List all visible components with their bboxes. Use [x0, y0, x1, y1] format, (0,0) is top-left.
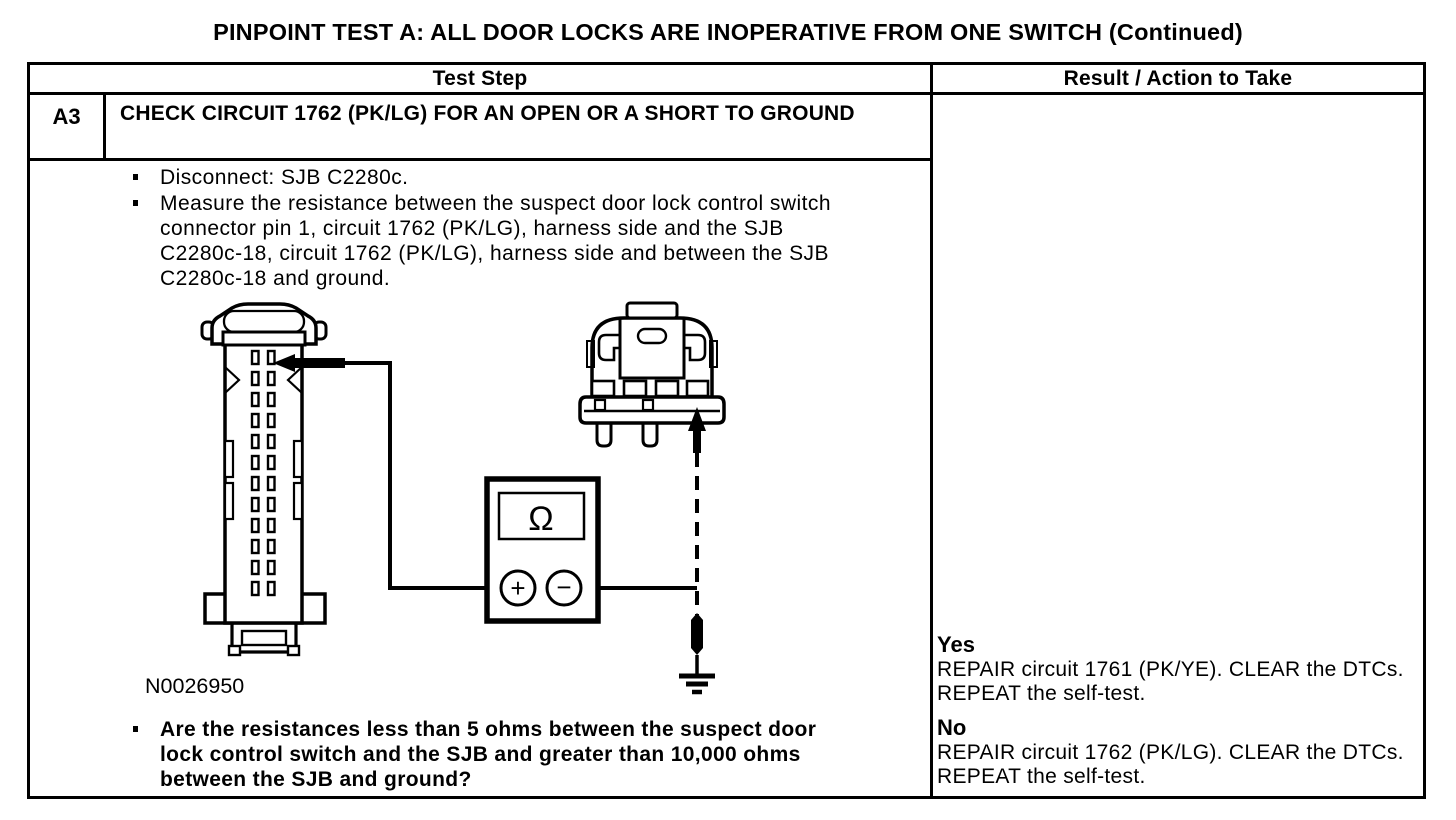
- ohmmeter-icon: Ω + −: [484, 476, 601, 624]
- probe-arrow-up-icon: [688, 407, 706, 453]
- minus-terminal: [545, 569, 583, 607]
- step-id-cell: A3: [52, 104, 81, 129]
- minus-sign: −: [556, 572, 571, 602]
- figure-label: N0026950: [145, 674, 244, 698]
- header-result-action: Result / Action to Take: [1063, 67, 1293, 90]
- plus-terminal: [499, 569, 537, 607]
- ohmmeter-display: [497, 491, 586, 541]
- step-title-underline: [30, 158, 930, 161]
- bullet-marker: [133, 174, 138, 180]
- bullet-marker: [133, 200, 138, 206]
- column-divider: [930, 65, 933, 796]
- result-block-yes: Yes REPAIR circuit 1761 (PK/YE). CLEAR t…: [937, 632, 1421, 706]
- plus-sign: +: [510, 573, 525, 603]
- header-underline: [30, 92, 1423, 95]
- bullet-marker: [133, 726, 138, 732]
- result-block-no: No REPAIR circuit 1762 (PK/LG). CLEAR th…: [937, 715, 1421, 789]
- question-text: Are the resistances less than 5 ohms bet…: [160, 718, 823, 791]
- action-yes-text: REPAIR circuit 1761 (PK/YE). CLEAR the D…: [937, 658, 1410, 705]
- step-title: CHECK CIRCUIT 1762 (PK/LG) FOR AN OPEN O…: [120, 102, 855, 125]
- answer-no-label: No: [937, 715, 967, 740]
- pinpoint-test-table: Test Step Result / Action to Take A3 CHE…: [27, 62, 1426, 799]
- switch-connector-icon: [578, 301, 726, 448]
- bullet-text: Disconnect: SJB C2280c.: [160, 166, 409, 189]
- bullet-measure: Measure the resistance between the suspe…: [133, 191, 860, 291]
- probe-arrow-left-icon: [273, 354, 345, 372]
- step-id-divider: [103, 95, 106, 158]
- bullet-question: Are the resistances less than 5 ohms bet…: [133, 717, 860, 792]
- test-probe-icon: [691, 613, 703, 655]
- circuit-diagram: Ω + −: [145, 301, 726, 698]
- header-test-step: Test Step: [432, 67, 528, 90]
- bullet-disconnect: Disconnect: SJB C2280c.: [133, 165, 860, 190]
- results-column: Yes REPAIR circuit 1761 (PK/YE). CLEAR t…: [937, 632, 1421, 789]
- ground-symbol-icon: [679, 673, 715, 695]
- answer-yes-label: Yes: [937, 632, 975, 657]
- sjb-pin-slots: [250, 349, 276, 597]
- page-title: PINPOINT TEST A: ALL DOOR LOCKS ARE INOP…: [213, 19, 1243, 45]
- sjb-connector-icon: [200, 302, 328, 657]
- action-no-text: REPAIR circuit 1762 (PK/LG). CLEAR the D…: [937, 741, 1410, 788]
- bullet-text: Measure the resistance between the suspe…: [160, 192, 842, 290]
- ohm-symbol: Ω: [528, 500, 553, 538]
